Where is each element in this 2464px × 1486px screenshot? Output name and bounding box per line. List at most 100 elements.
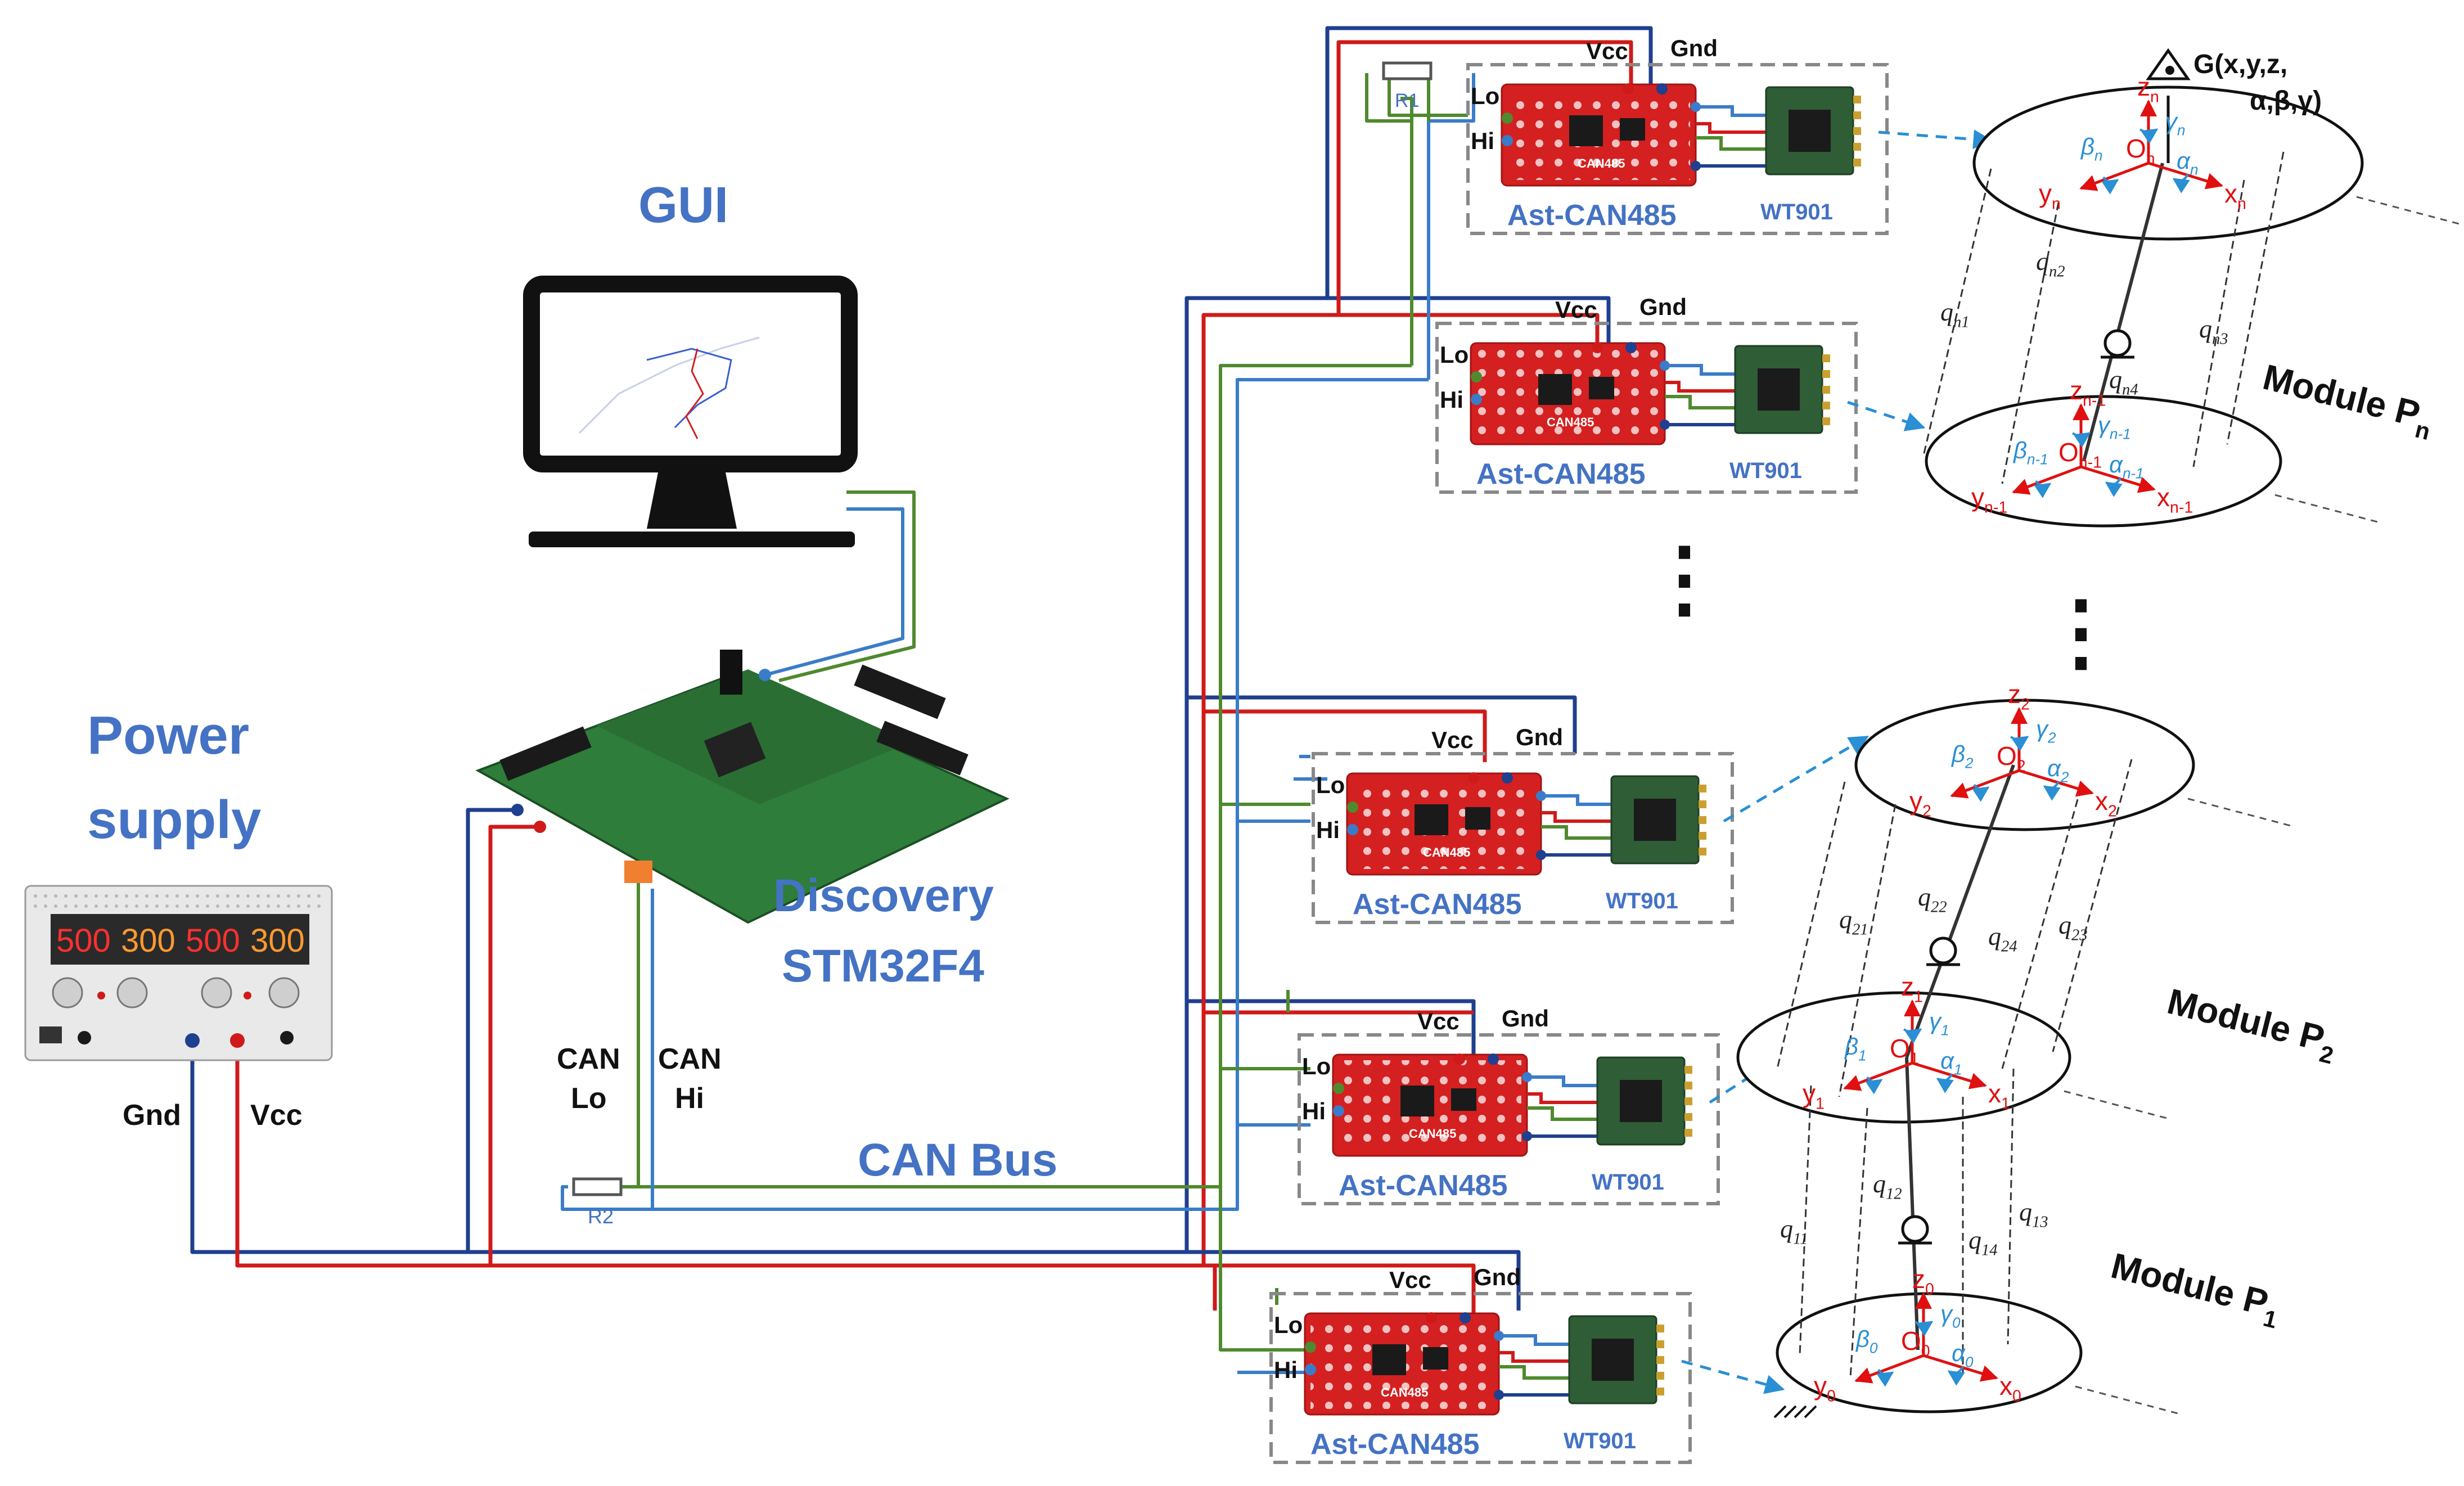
can-board-silk: CAN485 — [1423, 845, 1470, 859]
frame-origin-label-base: O — [2126, 134, 2146, 163]
imu-pin — [1684, 1066, 1692, 1074]
leg-2-1 — [1849, 1107, 1868, 1379]
gui-cable-green — [778, 490, 916, 682]
plate-ground-line — [2274, 494, 2382, 524]
psu-knob-2[interactable] — [116, 977, 148, 1008]
frame-beta-label-sub: n-1 — [2027, 451, 2048, 468]
imu-wire-red — [1696, 122, 1766, 134]
frame-gamma-label-base: γ — [1929, 1008, 1942, 1034]
discovery-vcc-pin[interactable] — [534, 821, 546, 833]
imu-wire-green — [1665, 395, 1735, 409]
imu-wire-green — [1541, 825, 1611, 840]
psu-terminal-gnd[interactable] — [185, 1033, 200, 1048]
imu-dot-1 — [1691, 102, 1701, 112]
leg-length-pn-1-sub: n2 — [2049, 263, 2065, 281]
board-gnd-pin — [1502, 772, 1513, 783]
frame-x-label-base: x — [2157, 483, 2170, 512]
plate-ground-line — [2187, 798, 2295, 828]
imu-wire-green — [1499, 1365, 1569, 1380]
frame-x-label-sub: 0 — [2012, 1388, 2021, 1406]
node-link-arrow — [1847, 400, 1926, 431]
frame-x-label-sub: 1 — [2001, 1095, 2010, 1113]
imu-pin — [1853, 143, 1861, 151]
imu-wire-red — [1665, 381, 1735, 393]
can-board-chip-2 — [1423, 1347, 1448, 1370]
frame-gamma-arrow — [2139, 128, 2159, 144]
discovery-usb-pin[interactable] — [759, 669, 771, 681]
imu-chip — [1620, 1080, 1662, 1122]
end-effector-dot — [2165, 66, 2174, 75]
frame-y-axis — [1843, 1061, 1913, 1091]
discovery-can-connector[interactable] — [624, 861, 652, 883]
vcc-label: Vcc — [1586, 38, 1628, 64]
psu-display-1: 500 — [56, 922, 111, 959]
frame-x-label: xn-1 — [2157, 483, 2193, 517]
frame-alpha-label-base: α — [2109, 451, 2123, 478]
psu-terminal-vcc[interactable] — [230, 1033, 245, 1048]
gnd-bottom-wire — [1187, 1250, 1521, 1311]
discovery-board — [475, 650, 1010, 924]
imu-dot-2 — [1691, 161, 1701, 171]
gui-monitor — [523, 276, 858, 547]
central-link-2 — [1905, 764, 2015, 1059]
module-label-base: Module P — [2107, 1245, 2272, 1323]
can-lo-label-1: CAN — [557, 1043, 620, 1075]
leg-length-p1-3-sub: 14 — [1981, 1242, 1998, 1259]
imu-pin — [1656, 1372, 1664, 1380]
leg-1-1 — [1838, 804, 1897, 1097]
frame-gamma-arrow — [2010, 736, 2029, 751]
psu-knob-3[interactable] — [201, 977, 232, 1008]
leg-length-p1-1-sub: 12 — [1886, 1186, 1902, 1203]
frame-gamma-label-sub: n-1 — [2110, 426, 2131, 443]
can-lo-wire — [651, 889, 1239, 1211]
imu-wire-blue — [1527, 1075, 1597, 1087]
frame-alpha-label-sub: 0 — [1965, 1354, 1974, 1371]
imu-pin — [1684, 1082, 1692, 1089]
vcc-label: Vcc — [1555, 296, 1597, 323]
can-board-silk: CAN485 — [1381, 1385, 1428, 1399]
imu-pin — [1699, 832, 1706, 840]
dots-left: ⋮ — [1642, 531, 1727, 625]
psu-vcc-label: Vcc — [250, 1099, 303, 1132]
frame-alpha-label-sub: n — [2190, 161, 2198, 178]
can-lo-trunk — [1236, 73, 1475, 1374]
module-plate-3 — [1854, 699, 2195, 831]
frame-alpha-label-base: α — [2177, 147, 2191, 174]
frame-x-label-base: x — [1999, 1371, 2012, 1401]
gnd-label: Gnd — [1639, 294, 1687, 320]
leg-length-pn-3: qn4 — [2109, 365, 2138, 399]
leg-length-p1-2: q13 — [2019, 1197, 2048, 1231]
frame-alpha-arrow — [1936, 1073, 1954, 1093]
board-name-label: Ast-CAN485 — [1476, 458, 1646, 490]
psu-terminal-1[interactable] — [78, 1031, 91, 1044]
leg-1-3 — [2052, 759, 2133, 1052]
psu-knob-4[interactable] — [268, 977, 300, 1008]
frame-x-label-sub: n — [2237, 195, 2246, 213]
psu-power-switch[interactable] — [39, 1026, 62, 1043]
board-vcc-pin — [1454, 1053, 1465, 1065]
imu-pin — [1684, 1129, 1692, 1137]
board-vcc-pin — [1623, 83, 1634, 94]
frame-beta-label-sub: 1 — [1858, 1047, 1866, 1064]
frame-y-label-sub: 1 — [1816, 1095, 1825, 1113]
frame-z-label: z2 — [2008, 679, 2030, 714]
frame-x-label-base: x — [2224, 179, 2237, 208]
board-lo-pin — [1347, 824, 1358, 835]
frame-alpha-label: αn-1 — [2109, 451, 2144, 482]
imu-wire-green — [1696, 136, 1766, 151]
frame-beta-label-base: β — [1855, 1326, 1870, 1352]
frame-beta-label-base: β — [2080, 133, 2094, 160]
imu-name-label: WT901 — [1729, 458, 1802, 483]
psu-terminal-4[interactable] — [280, 1031, 294, 1044]
psu-knob-1[interactable] — [52, 977, 83, 1008]
frame-beta-label: βn — [2080, 133, 2102, 164]
board-gnd-pin — [1460, 1312, 1471, 1323]
frame-y-label: y0 — [1814, 1371, 1836, 1406]
discovery-gnd-pin[interactable] — [511, 804, 524, 816]
leg-length-pn-0: qn1 — [1940, 298, 1970, 331]
universal-joint-1 — [2103, 329, 2132, 357]
board-lo-pin — [1333, 1105, 1344, 1116]
